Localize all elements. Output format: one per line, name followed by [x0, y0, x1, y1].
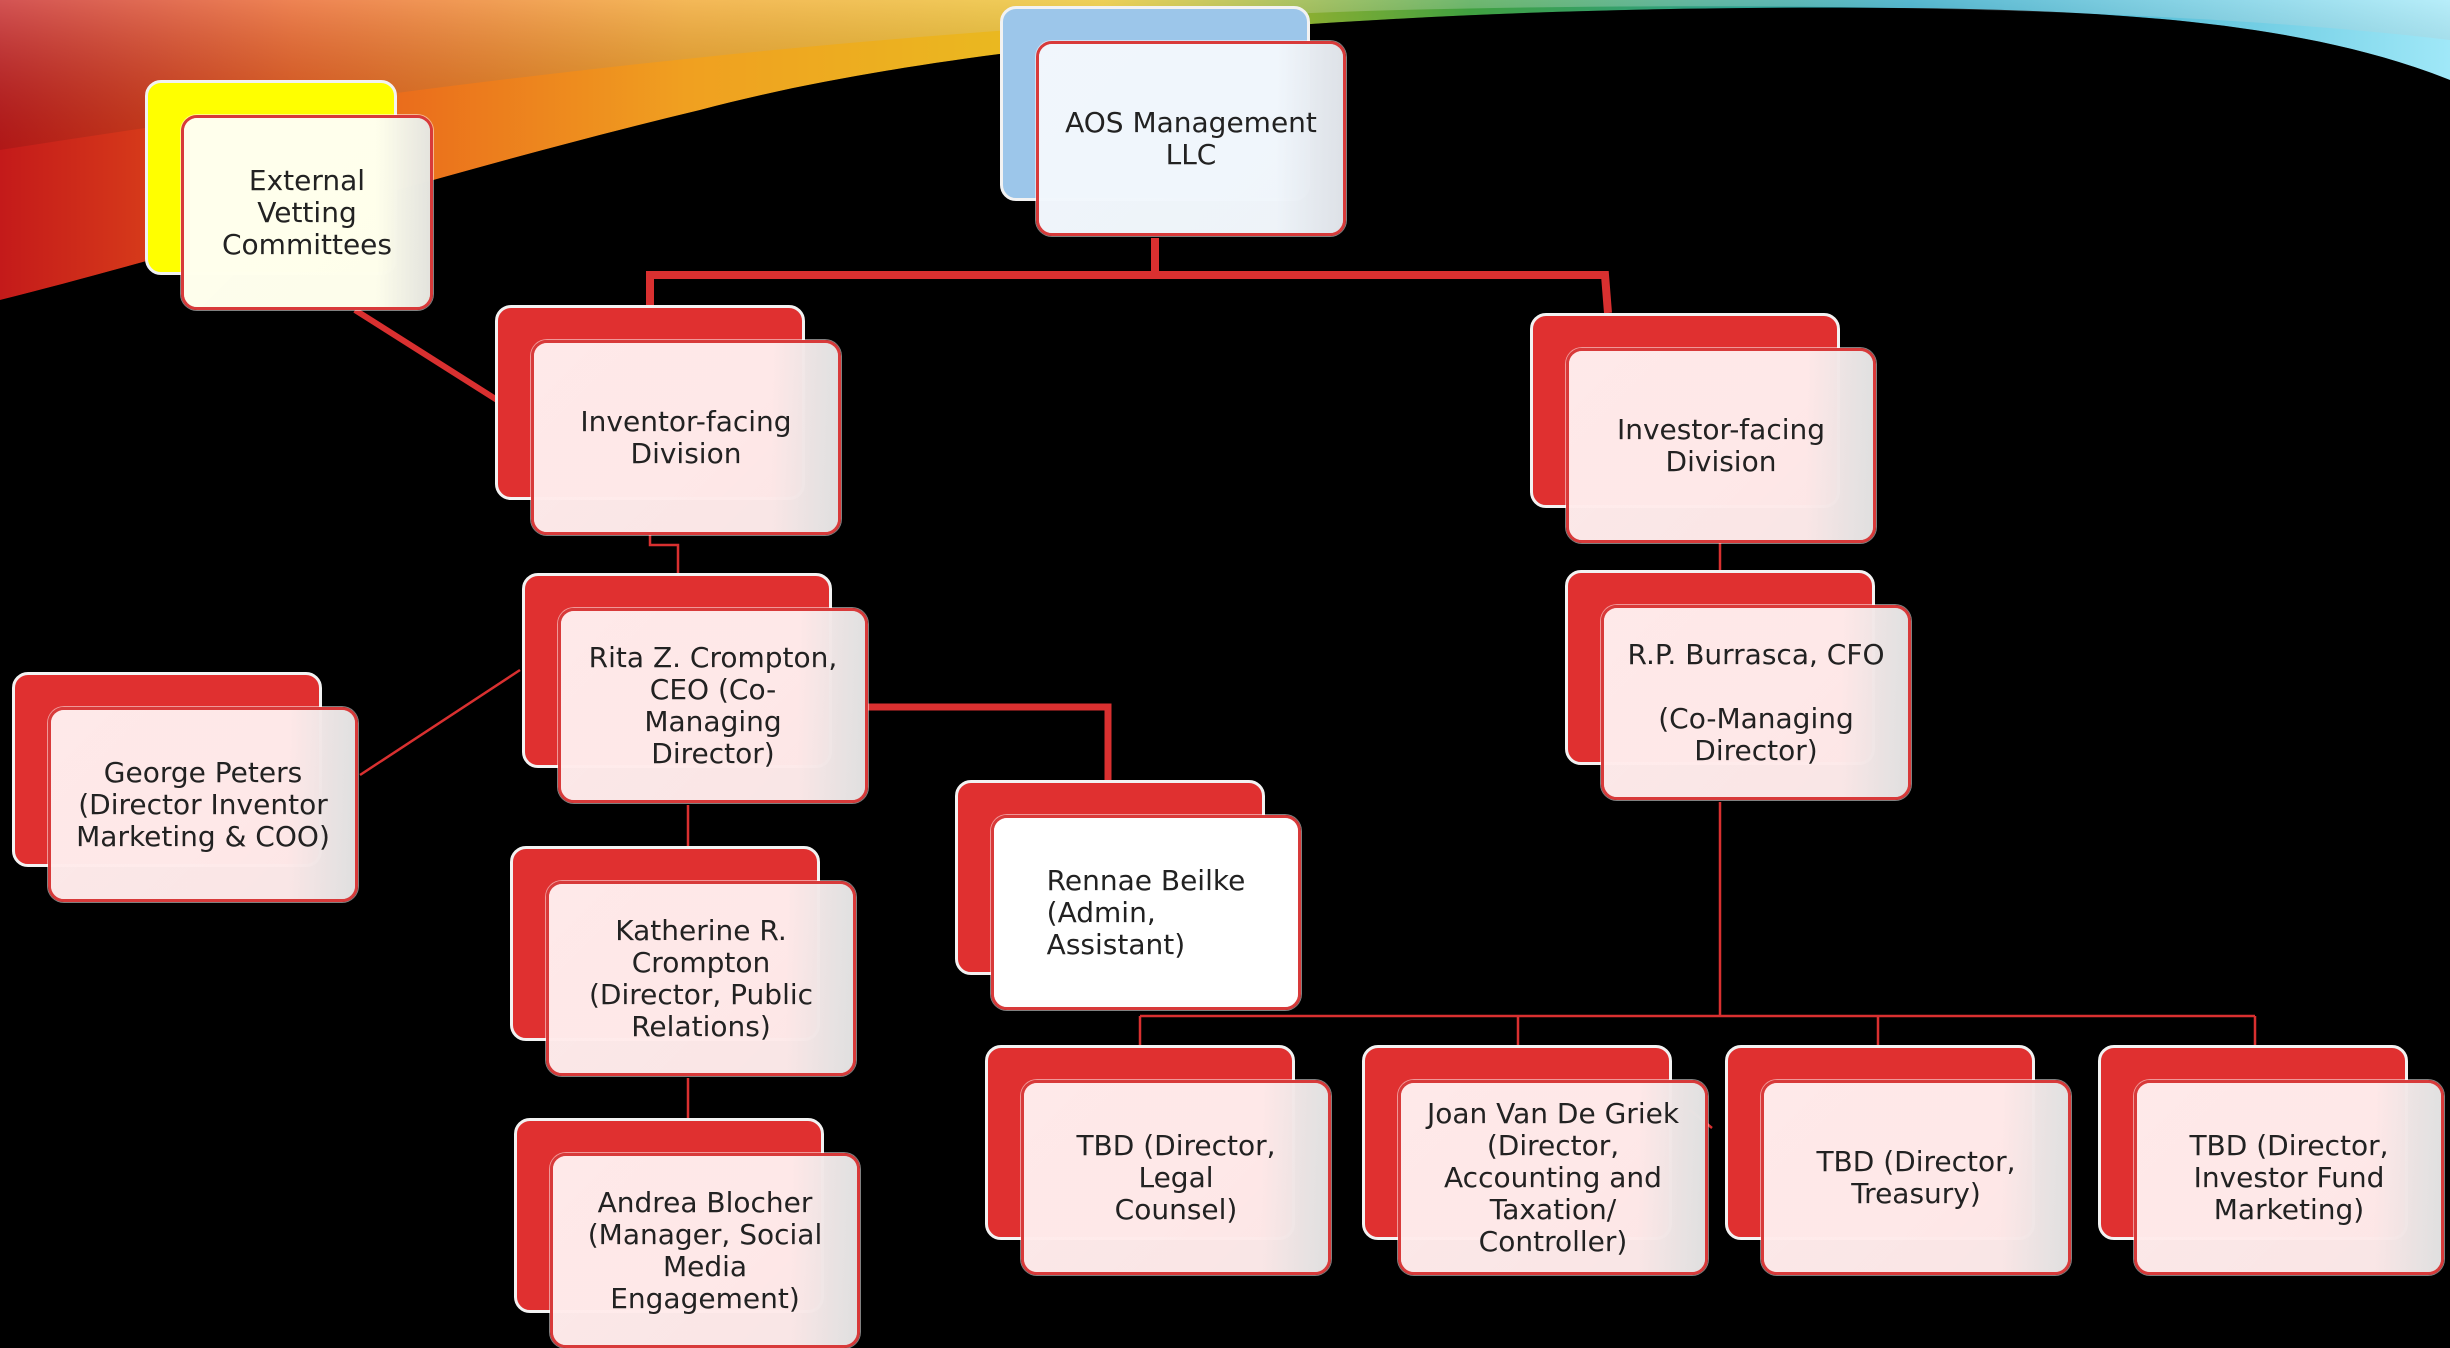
connector-ceo-to-rennae [868, 703, 1112, 780]
node-card: External Vetting Committees [181, 115, 433, 310]
node-label: Investor-facing Division [1616, 412, 1826, 478]
node-card: Joan Van De Griek (Director, Accounting … [1398, 1080, 1708, 1275]
node-card: TBD (Director, Treasury) [1761, 1080, 2071, 1275]
wave-highlight [0, 0, 2450, 150]
node-label: George Peters (Director Inventor Marketi… [76, 755, 330, 853]
connector-external-to-inventor [353, 307, 507, 408]
node-card: Andrea Blocher (Manager, Social Media En… [550, 1153, 860, 1348]
connector-top-to-inventor [646, 238, 1159, 305]
node-card: Rennae Beilke (Admin, Assistant) [991, 815, 1301, 1010]
connector-ceo-to-george [359, 668, 521, 777]
node-label: TBD (Director, Treasury) [1816, 1144, 2016, 1210]
connector-cfo-branch-drops [1138, 1016, 2257, 1045]
node-label: AOS Management LLC [1065, 105, 1317, 171]
node-label: Rita Z. Crompton, CEO (Co- Managing Dire… [588, 640, 838, 770]
node-card: AOS Management LLC [1036, 41, 1346, 236]
node-card: TBD (Director, Legal Counsel) [1021, 1080, 1331, 1275]
wave-shape [0, 0, 2450, 300]
node-label: Joan Van De Griek (Director, Accounting … [1426, 1096, 1680, 1258]
node-card: R.P. Burrasca, CFO (Co-Managing Director… [1601, 605, 1911, 800]
connector-inventor-to-ceo [648, 530, 680, 575]
node-card: George Peters (Director Inventor Marketi… [48, 707, 358, 902]
node-label: External Vetting Committees [221, 163, 392, 261]
node-label: R.P. Burrasca, CFO (Co-Managing Director… [1627, 637, 1885, 767]
node-card: Inventor-facing Division [531, 340, 841, 535]
node-card: Investor-facing Division [1566, 348, 1876, 543]
node-label: Inventor-facing Division [580, 404, 792, 470]
node-card: Katherine R. Crompton (Director, Public … [546, 881, 856, 1076]
node-label: Andrea Blocher (Manager, Social Media En… [587, 1185, 823, 1315]
node-label: Rennae Beilke (Admin, Assistant) [1046, 863, 1246, 961]
node-label: TBD (Director, Legal Counsel) [1076, 1128, 1276, 1226]
node-label: TBD (Director, Investor Fund Marketing) [2189, 1128, 2389, 1226]
node-card: Rita Z. Crompton, CEO (Co- Managing Dire… [558, 608, 868, 803]
node-label: Katherine R. Crompton (Director, Public … [588, 913, 814, 1043]
node-card: TBD (Director, Investor Fund Marketing) [2134, 1080, 2444, 1275]
connector-top-to-investor [1155, 271, 1612, 314]
